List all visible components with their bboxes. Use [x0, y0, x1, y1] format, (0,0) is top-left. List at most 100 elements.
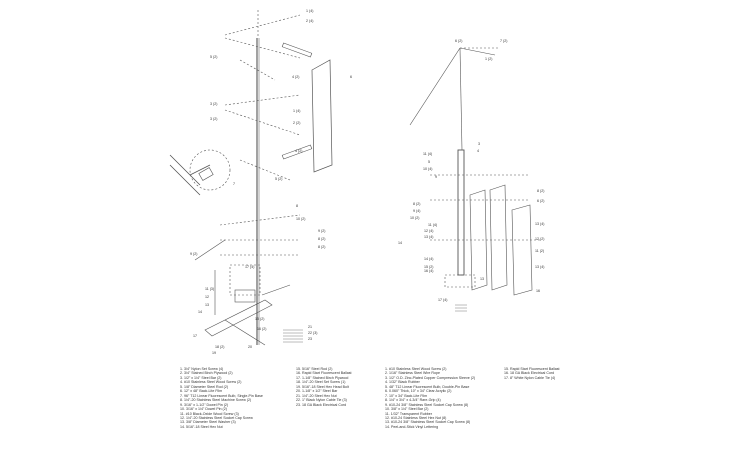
legend-item: 14. Peel-and-Stick Vinyl Lettering	[385, 424, 439, 429]
legend-item: 17. 1-1/8" Stained Birch Plywood	[296, 375, 349, 380]
legend-item: 3. 1/2" O.D. Zinc-Plated Copper Compress…	[385, 375, 476, 380]
legend-column-3: 1. #10 Stainless Steel Wood Screw (2)2. …	[385, 367, 475, 429]
callout-label: 7 (2)	[500, 39, 507, 43]
callout-label: 3	[478, 142, 480, 146]
callout-label: 17 (4)	[438, 298, 447, 302]
back-lite-film-panel	[311, 59, 333, 173]
back-lite-film	[511, 204, 533, 296]
base-foot	[204, 264, 291, 346]
callout-label: 9 (4)	[413, 209, 420, 213]
callout-label: 2 (2)	[293, 121, 300, 125]
callout-label: 17	[193, 334, 197, 338]
callout-label: 14	[198, 310, 202, 314]
legend-item: 20. 1-1/8" x 1/2" Steel Bar	[296, 389, 338, 394]
callout-label: 11 (3)	[205, 287, 214, 291]
callout-label: 5 (2)	[275, 177, 282, 181]
callout-label: 4 (2)	[292, 75, 299, 79]
legend-item: 8. 1/4" x 3/4" x 4-3/4" Rare-Grip (4)	[385, 398, 441, 403]
legend-item: 11. #10 Black-Oxide Wood Screw (3)	[180, 411, 239, 416]
callout-label: 8	[296, 204, 298, 208]
callout-label: 9 (2)	[318, 229, 325, 233]
callout-label: 23	[308, 337, 312, 341]
callout-label: 4 (2)	[295, 149, 302, 153]
callout-label: 11 (2)	[535, 249, 544, 253]
acrylic-panel-2	[489, 184, 508, 291]
acrylic-panel-1	[469, 189, 488, 291]
callout-label: 19	[212, 351, 216, 355]
callout-label: 17 (4)	[245, 265, 254, 269]
callout-label: 10 (4)	[423, 167, 432, 171]
legend-item: 16. 18 GA Black Electrical Cord	[504, 371, 555, 376]
legend-item: 23. 18 GA Black Electrical Cord	[296, 402, 347, 407]
legend-item: 3. 1/2" x 1/4" Steel Bar (2)	[180, 375, 222, 380]
legend-item: 1. 3/4" Nylon Set Screw (4)	[180, 367, 224, 371]
callout-label: 15 (2)	[424, 265, 433, 269]
callout-label: 8 (2)	[318, 237, 325, 241]
legend-item: 4. 1/32" Black Rubber	[385, 380, 420, 385]
callout-label: 8 (2)	[413, 202, 420, 206]
callout-label: 15 (2)	[255, 317, 264, 321]
callout-label: 3 (2)	[210, 102, 217, 106]
callout-label: 6 (2)	[455, 39, 462, 43]
callout-label: 8 (2)	[537, 189, 544, 193]
callout-label: 11 (4)	[428, 223, 437, 227]
legend-item: 14. 5/16"-18 Steel Hex Nut	[180, 424, 223, 429]
callout-label: 12 (2)	[535, 237, 544, 241]
legend-item: 2. 3/4" Stained Birch Plywood (2)	[180, 371, 233, 376]
callout-label: 9	[435, 175, 437, 179]
legend-item: 9. #10-24 3/8" Stainless Steel Socket Ca…	[385, 402, 469, 407]
callout-label: 14	[398, 241, 402, 245]
legend-item: 6. 12" x 48" Back-Lite Film	[180, 389, 223, 394]
callout-label: 1 (4)	[306, 9, 313, 13]
callout-label: 13	[205, 303, 209, 307]
callout-label: 14 (4)	[424, 257, 433, 261]
callout-label: 16	[536, 289, 540, 293]
legend-item: 15. Rapid Start Fluorescent Ballast	[504, 367, 560, 371]
legend-item: 9. 3/16" x 1-1/2" Dowel Pin (2)	[180, 402, 229, 407]
legend-item: 21. 1/4"-20 Steel Hex Nut	[296, 393, 337, 398]
legend-item: 1. #10 Stainless Steel Wood Screw (2)	[385, 367, 447, 371]
callout-label: 18 (2)	[215, 345, 224, 349]
legend-item: 17. 8" White Nylon Cable Tie (4)	[504, 375, 556, 380]
legend-item: 19. 5/16"-18 Steel Hex Head Bolt	[296, 384, 349, 389]
callout-label: 13 (4)	[424, 235, 433, 239]
wire-rope-left	[409, 47, 461, 126]
callout-label: 1 (4)	[293, 109, 300, 113]
electrical-cord	[283, 329, 303, 343]
fluorescent-bulb	[457, 149, 465, 276]
legend-item: 4. #10 Stainless Steel Wood Screw (2)	[180, 380, 242, 385]
callout-label: 16 (2)	[257, 327, 266, 331]
callout-label: 10 (2)	[296, 217, 305, 221]
legend-item: 8. 1/4"-20 Stainless Steel Machine Screw…	[180, 398, 252, 403]
callout-label: 10 (2)	[410, 216, 419, 220]
callout-label: 11 (4)	[423, 152, 432, 156]
callout-label: 12 (4)	[424, 229, 433, 233]
cable-ties	[455, 304, 467, 312]
callout-label: 20	[248, 345, 252, 349]
legend-item: 7. 10" x 34" Back-Lite Film	[385, 393, 428, 398]
callout-label: 2 (4)	[306, 19, 313, 23]
legend-item: 11. 1/32" Transparent Rubber	[385, 411, 432, 416]
top-arm	[224, 14, 313, 81]
callout-label: 6	[350, 75, 352, 79]
callout-label: 5	[428, 160, 430, 164]
callout-label: 8 (2)	[318, 245, 325, 249]
legend-item: 5. 48" T12 Linear Fluorescent Bulb, Doub…	[385, 384, 470, 389]
legend-item: 18. 1/4"-20 Steel Set Screw (1)	[296, 380, 346, 385]
callout-label: 13 (4)	[535, 222, 544, 226]
callout-label: 21	[308, 325, 312, 329]
wire-rope-center	[459, 47, 463, 151]
legend-item: 7. 96" T12 Linear Fluorescent Bulb, Sing…	[180, 393, 263, 398]
legend-item: 15. 5/16" Steel Rod (2)	[296, 367, 333, 371]
callout-label: 3 (2)	[210, 117, 217, 121]
callout-label: 12	[205, 295, 209, 299]
legend-item: 12. #10-24 Stainless Steel Hex Nut (8)	[385, 415, 447, 420]
callout-label: 22 (3)	[308, 331, 317, 335]
legend-column-1: 1. 3/4" Nylon Set Screw (4)2. 3/4" Stain…	[180, 367, 263, 429]
wire-rope-right	[459, 47, 496, 56]
callout-label: 13 (4)	[535, 265, 544, 269]
callout-label: 16 (4)	[424, 269, 433, 273]
left-callouts: 1 (4) 2 (4) 5 (2) 4 (2) 6 3 (2) 1 (4) 2 (2) 3 (2…	[190, 9, 352, 355]
callout-label: 5 (2)	[210, 55, 217, 59]
